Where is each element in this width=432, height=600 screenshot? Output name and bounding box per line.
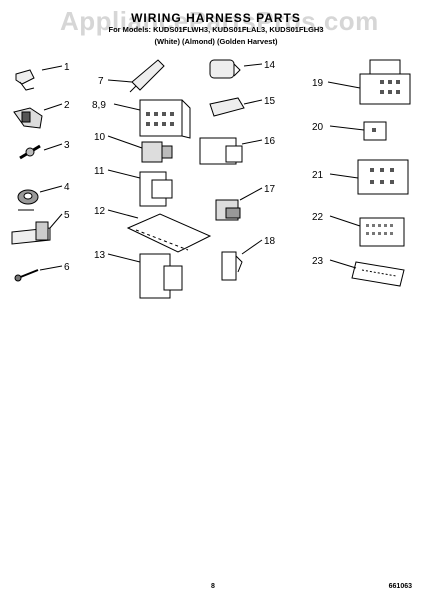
part-8-9-terminal-block [139, 99, 191, 139]
part-20-block [363, 121, 387, 141]
label-1: 1 [64, 62, 70, 73]
label-22: 22 [312, 212, 324, 223]
label-19: 19 [312, 78, 324, 89]
label-3: 3 [64, 140, 70, 151]
part-15-clip [209, 97, 245, 117]
part-11-housing [139, 171, 173, 207]
page-title: WIRING HARNESS PARTS [131, 11, 301, 25]
part-23-edge-connector [351, 261, 405, 287]
part-10-plug [141, 141, 173, 163]
part-22-multi-pin [359, 217, 405, 247]
part-7-connector-housing [129, 59, 165, 93]
label-15: 15 [264, 96, 276, 107]
label-18: 18 [264, 236, 276, 247]
label-8-9: 8,9 [92, 100, 106, 111]
part-2-terminal [13, 107, 43, 129]
label-7: 7 [98, 76, 104, 87]
part-21-housing [357, 159, 409, 195]
part-4-grommet [17, 189, 39, 211]
label-20: 20 [312, 122, 324, 133]
label-5: 5 [64, 210, 70, 221]
label-11: 11 [94, 166, 105, 177]
watermark: AppliancePartsPros.com [60, 6, 379, 36]
label-12: 12 [94, 206, 106, 217]
document-code: 661063 [388, 583, 412, 590]
label-6: 6 [64, 262, 70, 273]
part-6-screw [14, 269, 39, 282]
part-18-latch [221, 251, 243, 281]
leader-lines [39, 63, 365, 271]
part-3-wire-end [19, 144, 41, 160]
label-21: 21 [312, 170, 324, 181]
label-23: 23 [312, 256, 324, 267]
label-10: 10 [94, 132, 106, 143]
label-17: 17 [264, 184, 276, 195]
part-1-clip [15, 69, 35, 91]
part-17-connector [215, 199, 241, 221]
part-16-housing [199, 137, 243, 165]
callout-labels: 1 2 3 4 5 6 7 8,9 10 11 12 13 14 15 16 1… [64, 60, 324, 273]
label-2: 2 [64, 100, 70, 111]
model-colors: (White) (Almond) (Golden Harvest) [154, 37, 278, 46]
page-number: 8 [211, 583, 215, 590]
label-14: 14 [264, 60, 276, 71]
part-13-housing [139, 253, 183, 299]
part-19-block [359, 59, 411, 105]
part-14-plug [209, 59, 241, 79]
part-5-harness-clip [11, 221, 51, 245]
label-13: 13 [94, 250, 106, 261]
label-4: 4 [64, 182, 70, 193]
label-16: 16 [264, 136, 276, 147]
model-numbers: For Models: KUDS01FLWH3, KUDS01FLAL3, KU… [108, 25, 324, 34]
part-12-strip-connector [126, 213, 212, 253]
